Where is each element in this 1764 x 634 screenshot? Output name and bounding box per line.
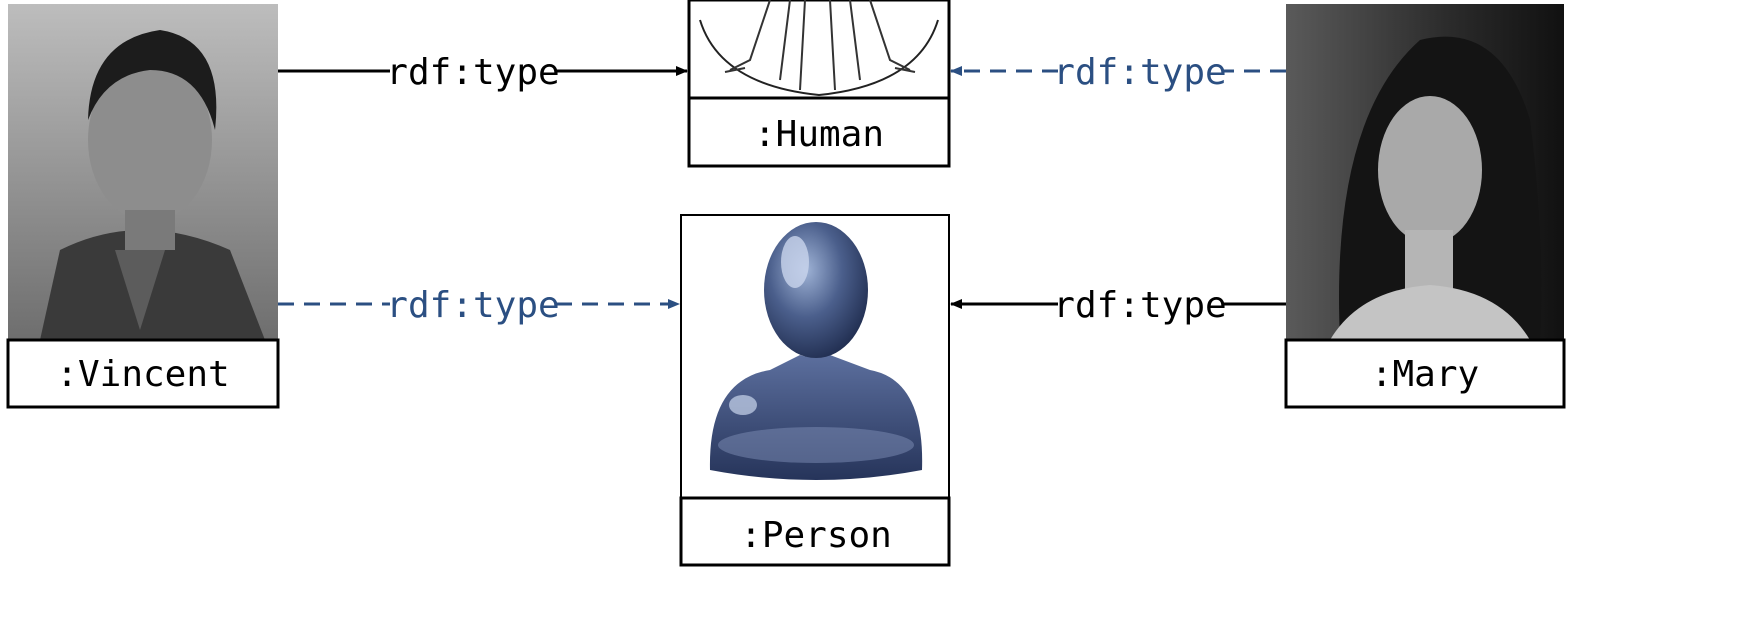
vincent-label-box	[6, 338, 280, 409]
person-label-box	[679, 496, 951, 567]
person-silhouette-icon	[709, 222, 923, 480]
edge-mary-person: rdf:type	[950, 285, 1286, 326]
node-mary[interactable]: :Mary	[1284, 4, 1566, 409]
edge-mary-human: rdf:type	[950, 52, 1286, 93]
human-label-box	[687, 96, 951, 168]
edge-mary-person-label: rdf:type	[1053, 285, 1226, 326]
edge-vincent-human: rdf:type	[278, 52, 688, 93]
edge-vincent-person: rdf:type	[278, 285, 680, 326]
mary-portrait-image	[1286, 4, 1564, 341]
vincent-portrait-image	[8, 4, 278, 340]
node-human[interactable]: :Human	[687, 0, 951, 168]
node-person[interactable]: :Person	[679, 214, 951, 567]
edge-mary-human-label: rdf:type	[1053, 52, 1226, 93]
human-figure-image	[687, 0, 951, 100]
human-label: :Human	[754, 114, 884, 155]
node-vincent[interactable]: :Vincent	[6, 4, 280, 409]
vincent-label: :Vincent	[56, 354, 229, 395]
mary-label-box	[1284, 338, 1566, 409]
edge-vincent-person-label: rdf:type	[386, 285, 559, 326]
edge-vincent-human-label: rdf:type	[386, 52, 559, 93]
person-label: :Person	[740, 515, 892, 556]
mary-label: :Mary	[1371, 354, 1479, 395]
